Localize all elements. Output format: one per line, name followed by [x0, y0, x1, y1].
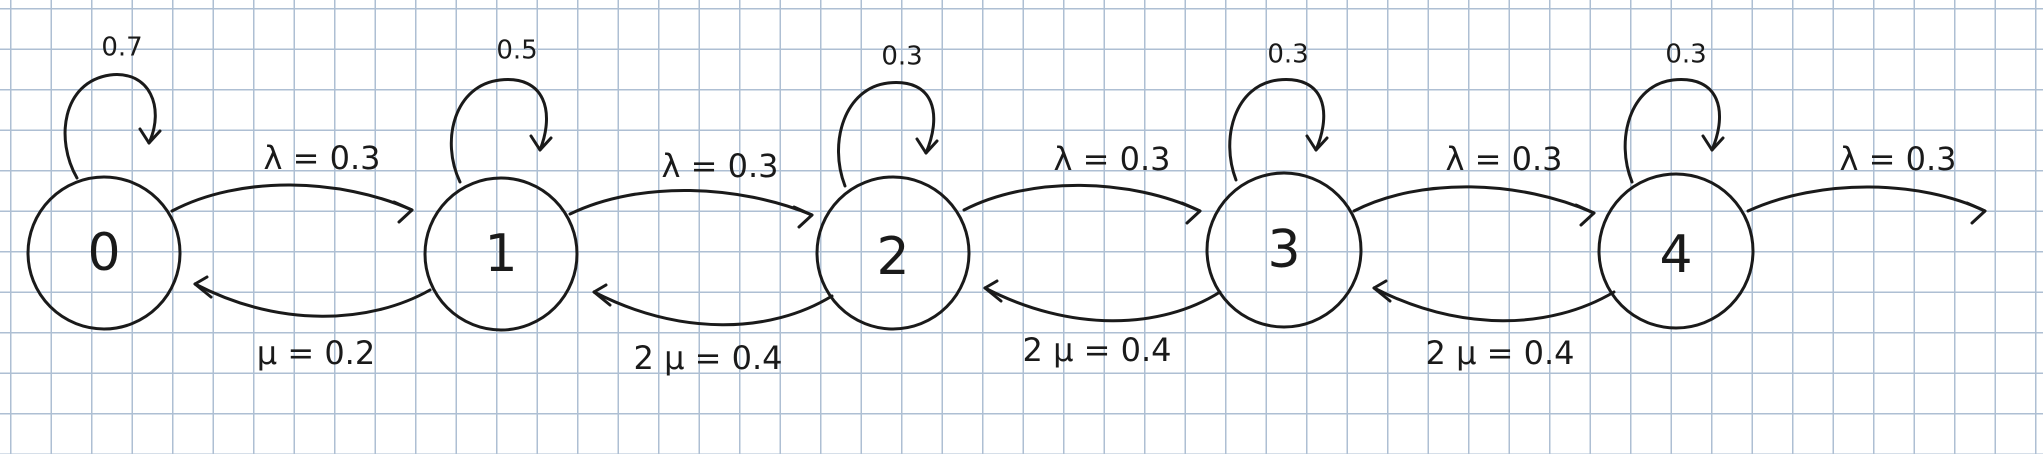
self-loop-label-0: 0.7 — [101, 33, 142, 63]
forward-rate-label-0-1: λ = 0.3 — [264, 139, 381, 177]
state-circle-3 — [1205, 171, 1363, 329]
self-loop-0 — [63, 73, 157, 180]
forward-arrowhead-2-3 — [1180, 201, 1202, 225]
forward-arrowhead-3-4 — [1574, 203, 1596, 227]
backward-rate-label-4-3: 2 μ = 0.4 — [1426, 334, 1575, 372]
forward-rate-label-1-2: λ = 0.3 — [662, 147, 779, 185]
self-loop-4 — [1623, 78, 1721, 184]
forward-arrowhead-1-2 — [792, 205, 814, 229]
state-label-3: 3 — [1267, 220, 1300, 280]
forward-arrow-0-1 — [170, 183, 414, 213]
self-loop-arrowhead-3 — [1305, 134, 1329, 152]
self-loop-arrowhead-2 — [915, 137, 939, 155]
self-loop-arrowhead-1 — [529, 134, 553, 152]
state-label-4: 4 — [1659, 225, 1692, 285]
backward-arrowhead-3-2 — [983, 279, 1003, 303]
self-loop-label-2: 0.3 — [881, 42, 922, 72]
backward-arrow-4-3 — [1372, 286, 1616, 323]
backward-arrow-3-2 — [983, 286, 1222, 323]
forward-arrow-3-4 — [1352, 185, 1596, 215]
forward-arrowhead-4-out — [1965, 201, 1987, 225]
backward-rate-label-1-0: μ = 0.2 — [257, 334, 375, 372]
forward-rate-label-4-out: λ = 0.3 — [1840, 140, 1957, 178]
backward-arrowhead-4-3 — [1372, 279, 1392, 303]
self-loop-label-4: 0.3 — [1665, 40, 1706, 70]
self-loop-1 — [449, 78, 548, 184]
state-circle-0 — [26, 175, 182, 331]
backward-arrow-1-0 — [193, 282, 432, 318]
backward-rate-label-3-2: 2 μ = 0.4 — [1023, 331, 1172, 369]
self-loop-label-1: 0.5 — [496, 36, 537, 66]
backward-arrowhead-2-1 — [592, 283, 612, 307]
self-loop-arrowhead-4 — [1701, 134, 1725, 152]
self-loop-3 — [1228, 78, 1326, 182]
state-label-1: 1 — [484, 224, 517, 284]
backward-rate-label-2-1: 2 μ = 0.4 — [634, 339, 783, 377]
state-circle-1 — [423, 176, 579, 332]
self-loop-2 — [837, 81, 936, 188]
forward-arrowhead-0-1 — [392, 200, 414, 224]
forward-arrow-1-2 — [568, 189, 814, 217]
forward-arrow-4-out — [1746, 185, 1987, 213]
backward-arrow-2-1 — [592, 290, 834, 327]
forward-rate-label-3-4: λ = 0.3 — [1446, 140, 1563, 178]
forward-rate-label-2-3: λ = 0.3 — [1054, 140, 1171, 178]
state-circle-4 — [1597, 172, 1755, 330]
self-loop-label-3: 0.3 — [1267, 40, 1308, 70]
forward-arrow-2-3 — [962, 183, 1202, 213]
state-label-0: 0 — [87, 223, 120, 283]
state-label-2: 2 — [876, 227, 909, 287]
backward-arrowhead-1-0 — [193, 275, 213, 299]
state-circle-2 — [815, 175, 971, 331]
self-loop-arrowhead-0 — [138, 127, 162, 145]
